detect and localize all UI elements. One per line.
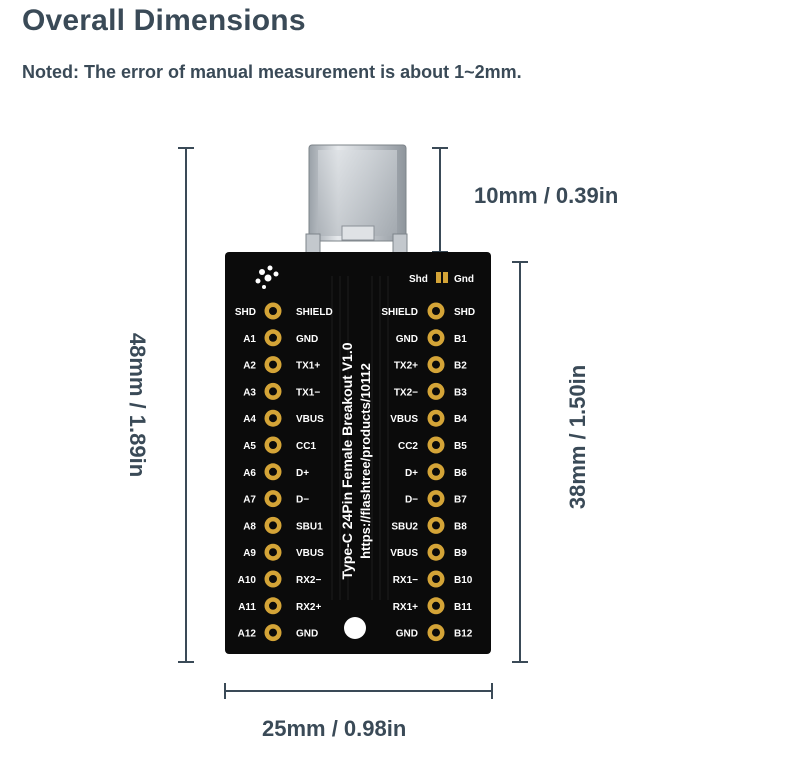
pin-label-left-outer: A2 [243, 361, 256, 372]
pad-drill-hole [269, 307, 277, 315]
pin-label-left-inner: GND [296, 629, 318, 640]
pad-drill-hole [432, 601, 440, 610]
pad-drill-hole [269, 521, 277, 530]
pad-drill-hole [269, 360, 277, 369]
pin-label-left-inner: TX1− [296, 387, 320, 398]
board-name-silkscreen: Type-C 24Pin Female Breakout V1.0 [339, 342, 355, 579]
pcb-traces [331, 276, 389, 600]
pin-label-left-outer: A5 [243, 441, 256, 452]
pin-label-right-inner: D+ [405, 468, 418, 479]
measurement-note: Noted: The error of manual measurement i… [22, 62, 522, 82]
pin-label-right-inner: VBUS [390, 548, 418, 559]
pin-label-left-inner: CC1 [296, 441, 316, 452]
pad-drill-hole [432, 360, 440, 369]
pin-label-left-outer: A3 [243, 387, 256, 398]
pin-label-right-outer: B12 [454, 629, 473, 640]
pin-label-right-outer: B6 [454, 468, 467, 479]
pad-drill-hole [432, 628, 440, 637]
pin-label-right-inner: VBUS [390, 414, 418, 425]
board-url-silkscreen: https://flashtree/products/10112 [358, 363, 373, 559]
pin-label-left-inner: RX2+ [296, 602, 321, 613]
shield-jumper-pad [443, 272, 448, 283]
pcb-board: Shd Gnd Type-C 24Pin Female Breakout V1.… [225, 252, 491, 654]
pin-label-left-outer: A7 [243, 495, 256, 506]
pad-drill-hole [269, 414, 277, 423]
pad-drill-hole [269, 494, 277, 503]
pin-label-right-outer: B3 [454, 387, 467, 398]
pad-drill-hole [432, 333, 440, 342]
pin-label-right-outer: B1 [454, 334, 467, 345]
pad-drill-hole [269, 548, 277, 557]
pin-label-left-inner: D− [296, 495, 309, 506]
pad-drill-hole [432, 441, 440, 449]
pin-label-right-inner: RX1− [393, 575, 418, 586]
pin-label-right-inner: CC2 [398, 441, 418, 452]
pad-drill-hole [432, 467, 440, 476]
pin-label-right-inner: SHIELD [381, 307, 418, 318]
pin-label-left-inner: D+ [296, 468, 309, 479]
board-height-label: 38mm / 1.50in [565, 364, 590, 510]
pad-drill-hole [269, 601, 277, 610]
pin-label-right-outer: B8 [454, 521, 467, 532]
pin-label-left-outer: A4 [243, 414, 256, 425]
pin-label-right-inner: GND [396, 334, 418, 345]
page-title: Overall Dimensions [22, 4, 306, 37]
pin-label-right-outer: B4 [454, 414, 467, 425]
pin-label-right-outer: SHD [454, 307, 475, 318]
shield-jumper-pad [436, 272, 441, 283]
pin-label-left-outer: A8 [243, 521, 256, 532]
flashtree-logo-icon [255, 265, 279, 289]
pin-label-left-inner: GND [296, 334, 318, 345]
pad-drill-hole [269, 441, 277, 449]
pin-label-left-inner: TX1+ [296, 361, 320, 372]
pin-label-left-outer: A11 [238, 602, 256, 613]
pin-label-right-inner: RX1+ [393, 602, 418, 613]
pin-label-left-inner: SBU1 [296, 521, 323, 532]
pin-label-right-outer: B5 [454, 441, 467, 452]
pin-label-left-inner: VBUS [296, 414, 324, 425]
dimension-lines [178, 147, 528, 699]
pin-label-right-outer: B9 [454, 548, 467, 559]
pad-drill-hole [269, 628, 277, 637]
pin-label-right-inner: GND [396, 629, 418, 640]
pin-label-right-inner: D− [405, 495, 418, 506]
pin-label-right-inner: SBU2 [391, 521, 418, 532]
pin-label-left-outer: A9 [243, 548, 256, 559]
pin-label-right-outer: B10 [454, 575, 473, 586]
pin-label-left-inner: SHIELD [296, 307, 333, 318]
total-height-label: 48mm / 1.89in [125, 332, 150, 478]
shield-label-shd: Shd [409, 274, 428, 285]
pin-label-left-outer: A6 [243, 468, 256, 479]
shield-label-gnd: Gnd [454, 274, 474, 285]
pad-drill-hole [432, 575, 440, 583]
pad-drill-hole [432, 548, 440, 557]
pad-drill-hole [432, 414, 440, 423]
pin-label-left-outer: A10 [238, 575, 257, 586]
pad-drill-hole [432, 307, 440, 315]
connector-height-label: 10mm / 0.39in [474, 183, 619, 208]
mounting-hole [344, 617, 366, 639]
pin-label-left-outer: A1 [243, 334, 256, 345]
pin-label-left-inner: VBUS [296, 548, 324, 559]
pad-drill-hole [269, 575, 277, 583]
pad-drill-hole [269, 467, 277, 476]
pin-label-left-inner: RX2− [296, 575, 321, 586]
pad-drill-hole [269, 333, 277, 342]
pin-label-right-inner: TX2− [394, 387, 418, 398]
pad-drill-hole [432, 521, 440, 530]
pad-drill-hole [432, 387, 440, 396]
pin-label-right-outer: B11 [454, 602, 472, 613]
pin-label-right-inner: TX2+ [394, 361, 418, 372]
pad-drill-hole [432, 494, 440, 503]
pin-label-left-outer: A12 [238, 629, 257, 640]
pin-label-right-outer: B7 [454, 495, 467, 506]
pad-drill-hole [269, 387, 277, 396]
board-width-label: 25mm / 0.98in [262, 716, 407, 741]
pin-label-left-outer: SHD [235, 307, 256, 318]
pin-label-right-outer: B2 [454, 361, 467, 372]
